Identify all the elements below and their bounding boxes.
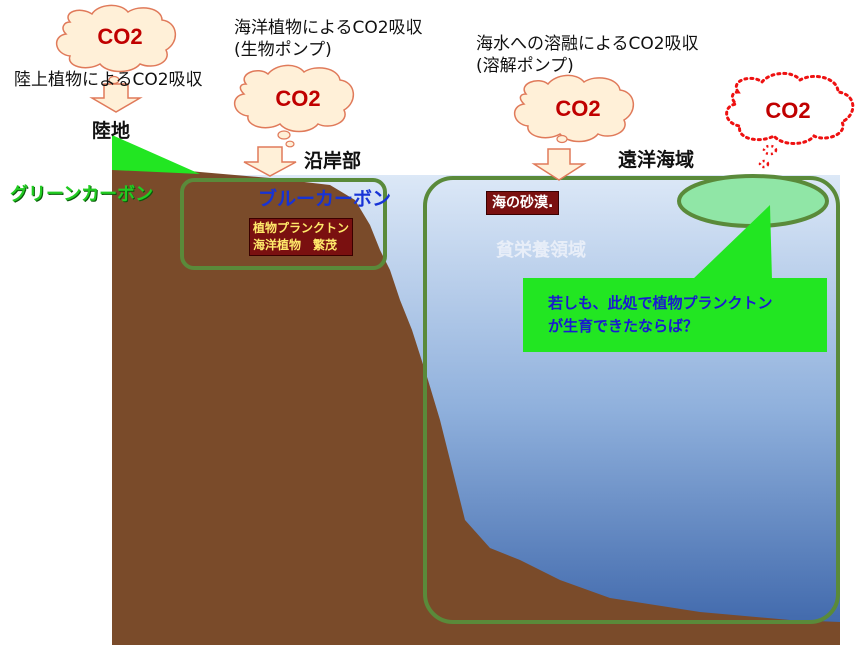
land-heading: 陸地 [92,120,131,142]
co2-label-land: CO2 [97,24,143,49]
co2-label-coast: CO2 [275,86,321,111]
cloud-ocean [514,74,634,144]
plankton-line1: 植物プランクトン [253,221,350,235]
open-ocean-heading: 遠洋海域 [618,149,695,171]
coast-heading: 沿岸部 [304,150,362,172]
land-cliff [112,162,840,645]
arrow-land [89,83,143,113]
coastal-region-outline [180,178,387,270]
open-ocean-region-outline [423,176,840,624]
cloud-coast [234,64,354,148]
plankton-bloom-ellipse [677,174,829,228]
coast-caption-line2: (生物ポンプ) [234,40,332,60]
ocean-caption-line1: 海水への溶融によるCO2吸収 [476,34,699,54]
plankton-line2: 海洋植物 繁茂 [253,238,338,252]
ocean-desert-label: 海の砂漠. [486,191,560,215]
coast-caption-line1: 海洋植物によるCO2吸収 [234,18,423,38]
ocean-caption-line2: (溶解ポンプ) [476,56,574,76]
arrow-ocean [531,148,587,181]
callout-line1: 若しも、此処で植物プランクトン [548,294,773,312]
callout-pointer [692,205,772,280]
callout-line2: が生育できたならば？ [548,317,699,335]
green-carbon-label: グリーンカーボン [10,184,154,205]
land-caption: 陸上植物によるCO2吸収 [14,70,203,90]
co2-label-ocean: CO2 [555,96,601,121]
callout-box [523,278,827,352]
plankton-bloom-label: 植物プランクトン 海洋植物 繁茂 [249,218,354,256]
oligotrophic-label: 貧栄養領域 [496,240,586,261]
cloud-hypothetical [725,72,855,169]
blue-carbon-label: ブルーカーボン [258,188,392,210]
green-carbon-vegetation [112,135,200,174]
arrow-coast [243,146,297,177]
co2-label-hypothetical: CO2 [765,98,811,123]
callout-text: 若しも、此処で植物プランクトン が生育できたならば？ [548,292,773,338]
